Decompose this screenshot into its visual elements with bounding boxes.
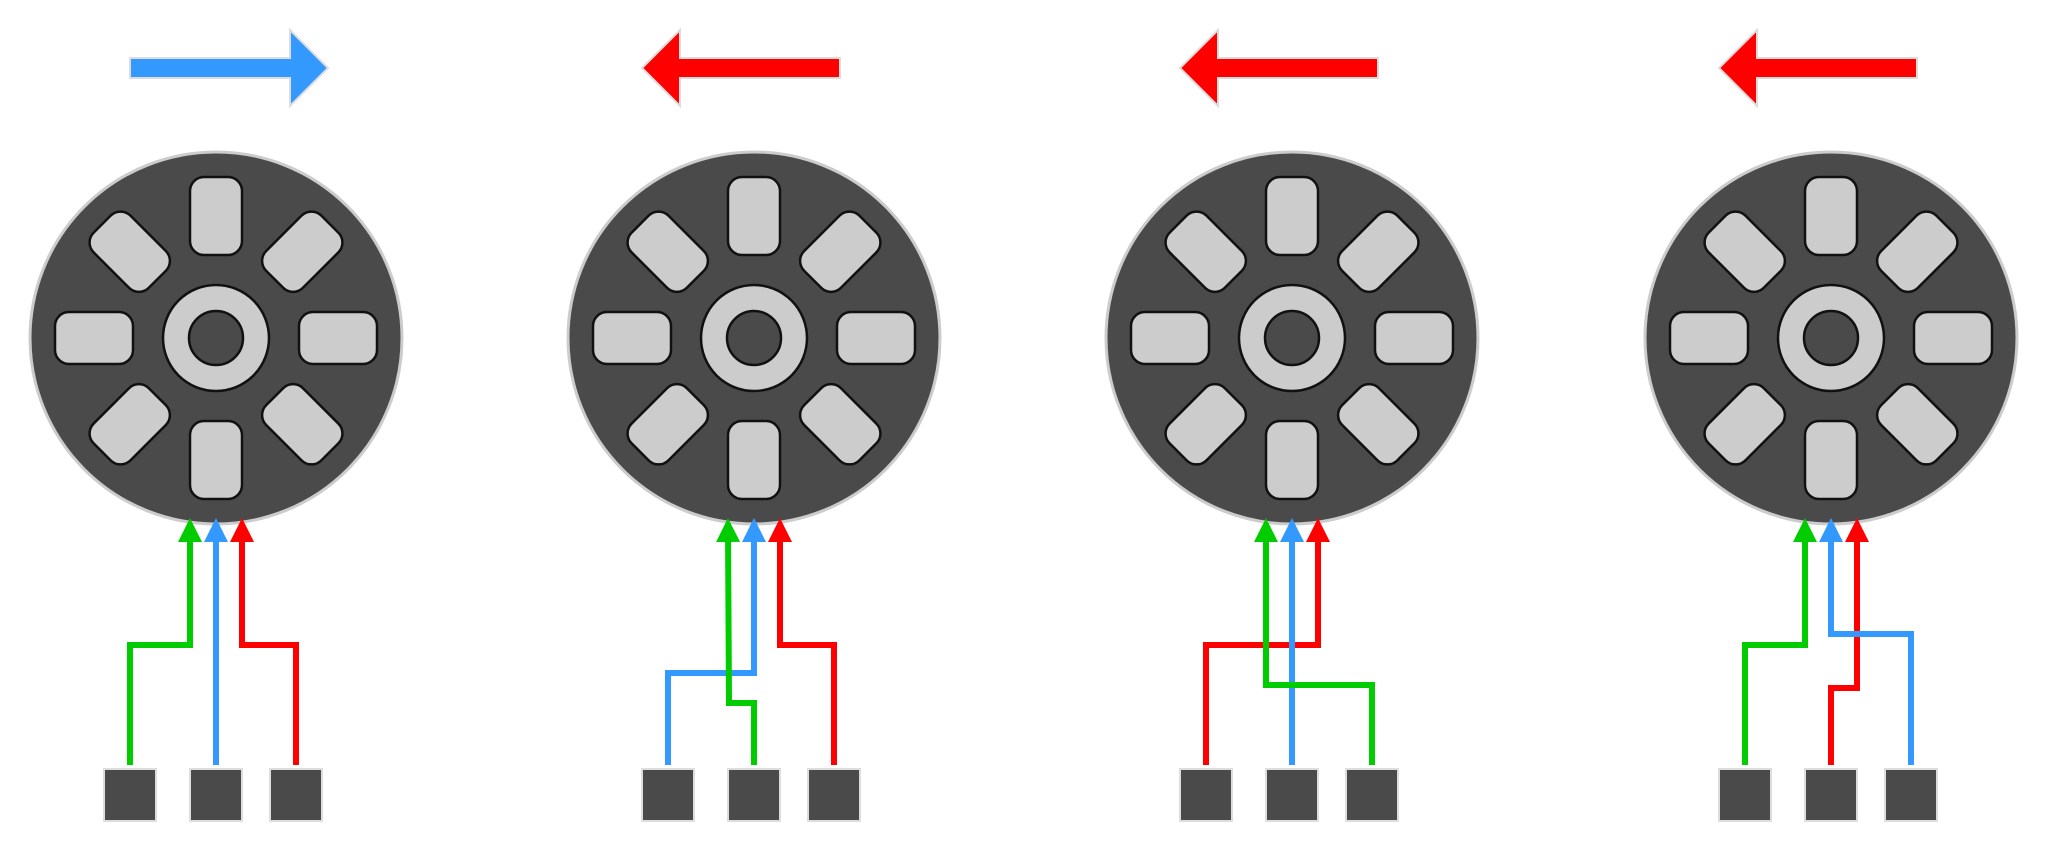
arrow-right-icon	[129, 27, 330, 109]
stator-slot	[1336, 210, 1420, 294]
stator-slot	[1703, 210, 1787, 294]
wire-blue	[1819, 518, 1914, 765]
stator-slot	[835, 310, 917, 366]
panel-4	[1643, 27, 2019, 822]
arrow-left-icon	[1717, 27, 1918, 109]
stator-slot	[1703, 382, 1787, 466]
stator-slot	[1164, 210, 1248, 294]
stator-slot	[1875, 210, 1959, 294]
stator-slot	[798, 382, 882, 466]
stator-slot	[260, 210, 344, 294]
stator-slot	[297, 310, 379, 366]
terminal-2	[1265, 768, 1319, 822]
terminal-3	[269, 768, 323, 822]
stator-slot	[1336, 382, 1420, 466]
panel-3	[1104, 27, 1480, 822]
wire-red	[768, 518, 837, 765]
terminal-1	[1179, 768, 1233, 822]
terminal-2	[727, 768, 781, 822]
stator-slot	[1129, 310, 1211, 366]
stator-slot	[88, 210, 172, 294]
stator-slot	[260, 382, 344, 466]
stator-slot	[1164, 382, 1248, 466]
stator-slot	[1803, 175, 1859, 257]
stator-slot	[88, 382, 172, 466]
stator-slot	[626, 382, 710, 466]
terminal-3	[1884, 768, 1938, 822]
stator-slot	[1264, 175, 1320, 257]
stator-slot	[1668, 310, 1750, 366]
stator-slot	[53, 310, 135, 366]
rotor-shaft	[1263, 309, 1321, 367]
wire-green	[127, 518, 202, 765]
arrow-left-icon	[1178, 27, 1379, 109]
terminal-3	[1345, 768, 1399, 822]
stator-slot	[726, 419, 782, 501]
stator-slot	[1875, 382, 1959, 466]
wire-green	[716, 518, 757, 765]
stator-slot	[1803, 419, 1859, 501]
terminal-3	[807, 768, 861, 822]
wire-red	[1828, 518, 1869, 765]
stator-slot	[591, 310, 673, 366]
panel-2	[566, 27, 942, 822]
stator-slot	[188, 175, 244, 257]
wire-blue	[665, 518, 766, 765]
arrow-left-icon	[640, 27, 841, 109]
stator-slot	[626, 210, 710, 294]
stator-slot	[726, 175, 782, 257]
stator-slot	[1912, 310, 1994, 366]
terminal-2	[1804, 768, 1858, 822]
wire-red	[230, 518, 299, 765]
stator-slot	[798, 210, 882, 294]
wire-green	[1742, 518, 1817, 765]
rotor-shaft	[725, 309, 783, 367]
wire-red	[1203, 518, 1330, 765]
wire-green	[1254, 518, 1375, 765]
stator-slot	[1264, 419, 1320, 501]
terminal-1	[641, 768, 695, 822]
terminal-1	[103, 768, 157, 822]
stator-slot	[188, 419, 244, 501]
terminal-2	[189, 768, 243, 822]
terminal-1	[1718, 768, 1772, 822]
panel-1	[28, 27, 404, 822]
rotor-shaft	[187, 309, 245, 367]
rotor-shaft	[1802, 309, 1860, 367]
stator-slot	[1373, 310, 1455, 366]
